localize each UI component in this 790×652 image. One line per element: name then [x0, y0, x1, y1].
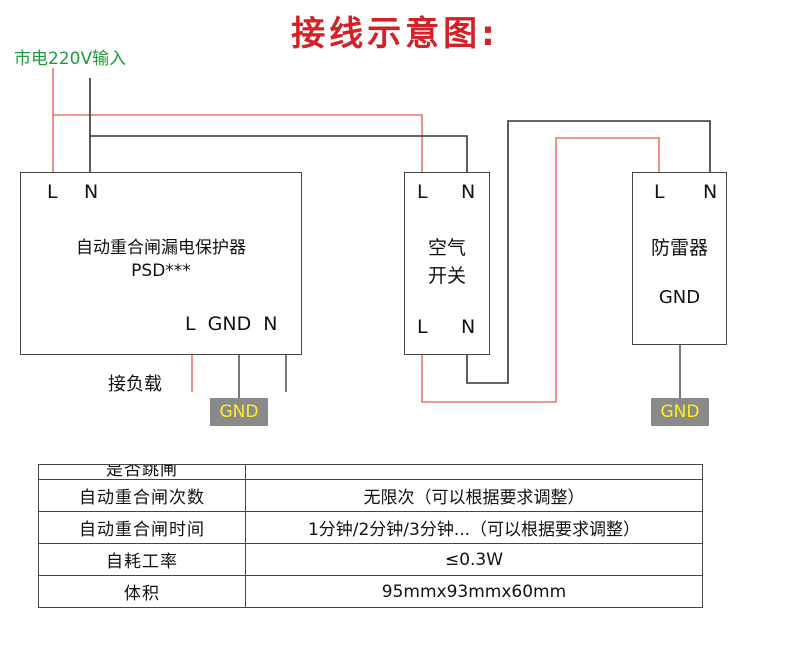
arrester-name: 防雷器 [650, 237, 708, 259]
arrester-terminal-l: L [654, 181, 665, 203]
table-row: 自动重合闸时间 1分钟/2分钟/3分钟...（可以根据要求调整） [38, 511, 703, 544]
spec-table: 是否跳闸 自动重合闸次数 无限次（可以根据要求调整） 自动重合闸时间 1分钟/2… [38, 464, 703, 608]
spec-value: 95mmx93mmx60mm [245, 575, 703, 608]
spec-key-cut: 是否跳闸 [38, 464, 246, 480]
protector-model: PSD*** [131, 261, 191, 281]
protector-terminal-n: N [84, 181, 99, 203]
arrester-gnd-label: GND [658, 287, 701, 308]
spec-key: 自动重合闸次数 [38, 479, 246, 512]
spec-value: ≤0.3W [245, 543, 703, 576]
gnd-tag-protector: GND [210, 398, 268, 426]
protector-name: 自动重合闸漏电保护器 [76, 238, 246, 258]
spec-key-cut-text: 是否跳闸 [106, 465, 178, 479]
arrester-terminal-n: N [703, 181, 718, 203]
spec-key: 自动重合闸时间 [38, 511, 246, 544]
table-row-cut: 是否跳闸 [38, 464, 703, 480]
breaker-terminal-l-bottom: L [417, 316, 428, 338]
breaker-name-line2: 开关 [427, 265, 466, 287]
live-wire-breaker-to-arrester [421, 137, 660, 403]
breaker-terminal-n-top: N [461, 181, 476, 203]
table-row: 自动重合闸次数 无限次（可以根据要求调整） [38, 479, 703, 512]
spec-key: 体积 [38, 575, 246, 608]
neutral-wire-breaker-to-arrester [466, 120, 711, 384]
spec-key: 自耗工率 [38, 543, 246, 576]
air-breaker-box: L N 空气 开关 L N [404, 172, 490, 355]
table-row: 自耗工率 ≤0.3W [38, 543, 703, 576]
live-wire-to-breaker [53, 114, 423, 172]
breaker-name-line1: 空气 [427, 237, 466, 259]
leakage-protector-box: L N 自动重合闸漏电保护器 PSD*** L GND N [20, 172, 302, 355]
spec-value-cut [245, 464, 703, 480]
neutral-wire-to-breaker [90, 135, 468, 172]
breaker-terminal-l-top: L [417, 181, 428, 203]
spec-value: 1分钟/2分钟/3分钟...（可以根据要求调整） [245, 511, 703, 544]
mains-input-label: 市电220V输入 [14, 49, 127, 69]
load-label: 接负载 [108, 374, 162, 395]
surge-arrester-box: L N 防雷器 GND [632, 172, 727, 345]
gnd-tag-arrester: GND [651, 398, 709, 426]
table-row: 体积 95mmx93mmx60mm [38, 575, 703, 608]
protector-bottom-terminals: L GND N [185, 313, 278, 335]
diagram-title: 接线示意图: [291, 14, 499, 54]
breaker-terminal-n-bottom: N [461, 316, 476, 338]
protector-terminal-l: L [47, 181, 58, 203]
spec-value: 无限次（可以根据要求调整） [245, 479, 703, 512]
